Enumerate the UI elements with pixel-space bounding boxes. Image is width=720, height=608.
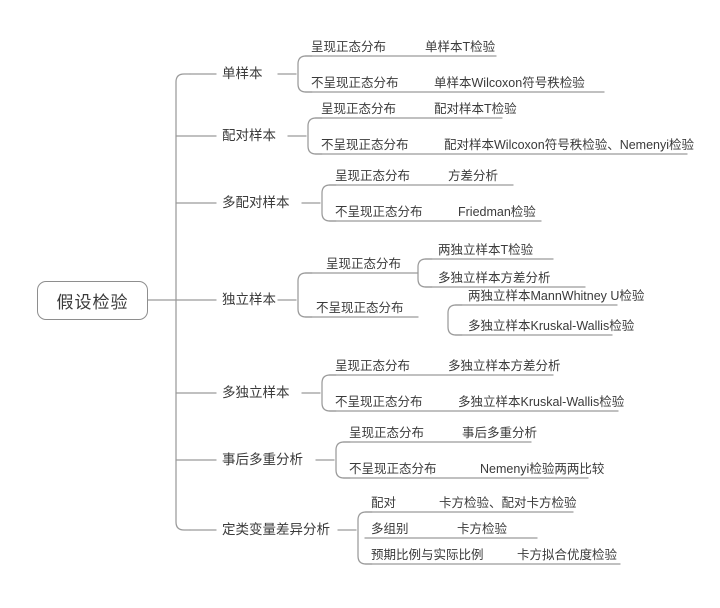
b6-bracket xyxy=(335,441,351,479)
leaf-test: 多独立样本Kruskal-Wallis检验 xyxy=(468,319,635,333)
leaf-condition: 呈现正态分布 xyxy=(321,102,397,116)
leaf-test: 多独立样本Kruskal-Wallis检验 xyxy=(458,395,625,409)
leaf-condition: 呈现正态分布 xyxy=(326,257,402,271)
leaf-condition: 多组别 xyxy=(371,522,409,536)
leaf-test: Friedman检验 xyxy=(458,205,536,219)
b5-bracket xyxy=(321,374,337,412)
leaf-condition: 不呈现正态分布 xyxy=(321,138,409,152)
branch-label-1[interactable]: 单样本 xyxy=(222,66,263,81)
leaf-condition: 不呈现正态分布 xyxy=(335,395,423,409)
branch-label-6[interactable]: 事后多重分析 xyxy=(222,452,303,467)
leaf-test: 卡方检验 xyxy=(457,522,508,536)
leaf-test: 两独立样本T检验 xyxy=(438,243,534,257)
leaf-test: 配对样本T检验 xyxy=(434,102,517,116)
leaf-condition: 预期比例与实际比例 xyxy=(371,548,484,562)
b4-inner-bracket-2 xyxy=(447,304,463,336)
leaf-condition: 呈现正态分布 xyxy=(349,426,425,440)
leaf-test: 卡方检验、配对卡方检验 xyxy=(439,496,577,510)
branch-label-3[interactable]: 多配对样本 xyxy=(222,195,290,210)
branch-label-2[interactable]: 配对样本 xyxy=(222,128,276,143)
leaf-condition: 不呈现正态分布 xyxy=(335,205,423,219)
leaf-condition: 不呈现正态分布 xyxy=(316,301,404,315)
leaf-test: 多独立样本方差分析 xyxy=(438,271,551,285)
b1-bracket xyxy=(297,55,313,93)
leaf-test: 多独立样本方差分析 xyxy=(448,359,561,373)
leaf-test: 两独立样本MannWhitney U检验 xyxy=(468,289,645,303)
b4-inner-bracket-1 xyxy=(417,258,433,288)
leaf-condition: 配对 xyxy=(371,496,397,510)
leaf-condition: 呈现正态分布 xyxy=(335,359,411,373)
branch-label-7[interactable]: 定类变量差异分析 xyxy=(222,522,330,537)
leaf-test: 方差分析 xyxy=(448,169,499,183)
leaf-test: Nemenyi检验两两比较 xyxy=(480,462,605,476)
main-spine xyxy=(175,73,191,531)
leaf-test: 单样本T检验 xyxy=(425,40,496,54)
leaf-condition: 不呈现正态分布 xyxy=(349,462,437,476)
branch-label-4[interactable]: 独立样本 xyxy=(222,292,276,307)
leaf-test: 配对样本Wilcoxon符号秩检验、Nemenyi检验 xyxy=(444,138,695,152)
leaf-test: 单样本Wilcoxon符号秩检验 xyxy=(434,76,585,90)
leaf-condition: 不呈现正态分布 xyxy=(311,76,399,90)
branch-label-5[interactable]: 多独立样本 xyxy=(222,385,290,400)
leaf-condition: 呈现正态分布 xyxy=(311,40,387,54)
leaf-condition: 呈现正态分布 xyxy=(335,169,411,183)
b3-bracket xyxy=(321,184,337,222)
leaf-test: 事后多重分析 xyxy=(462,426,538,440)
root-node[interactable]: 假设检验 xyxy=(37,281,148,320)
b7-bracket xyxy=(357,511,373,565)
root-label: 假设检验 xyxy=(56,293,129,312)
leaf-test: 卡方拟合优度检验 xyxy=(517,548,618,562)
b2-bracket xyxy=(307,117,323,155)
b4-bracket xyxy=(297,272,313,318)
